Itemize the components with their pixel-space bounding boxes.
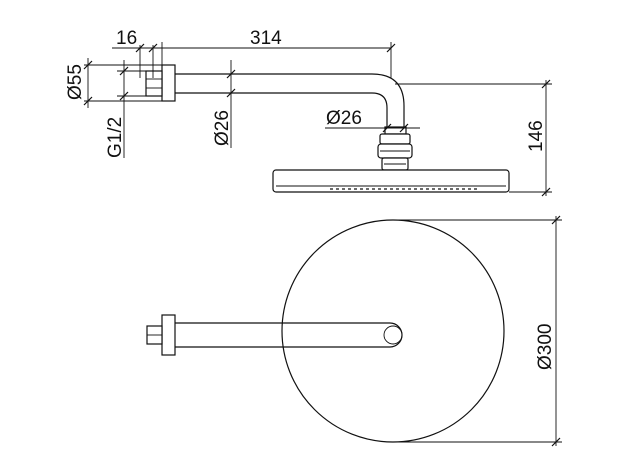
shower-head-top: [281, 219, 505, 443]
side-view: 16 314 Ø55 G1/2 Ø26 Ø26: [65, 28, 552, 197]
dim-146-label: 146: [526, 120, 547, 152]
dim-26-head-label: Ø26: [326, 108, 362, 129]
dim-g12-label: G1/2: [105, 117, 126, 158]
ball-joint: [379, 133, 411, 145]
dim-16-label: 16: [116, 28, 137, 49]
shower-arm: [175, 73, 405, 128]
dim-314-label: 314: [250, 28, 282, 49]
hex-connector: [145, 70, 163, 97]
dim-26-arm-label: Ø26: [212, 110, 233, 146]
shower-head-side: [272, 169, 510, 193]
dim-55-label: Ø55: [65, 64, 86, 100]
wall-flange-top: [161, 314, 176, 356]
dim-300-label: Ø300: [535, 324, 556, 370]
top-view: Ø300: [146, 215, 562, 447]
wall-flange: [161, 64, 176, 102]
